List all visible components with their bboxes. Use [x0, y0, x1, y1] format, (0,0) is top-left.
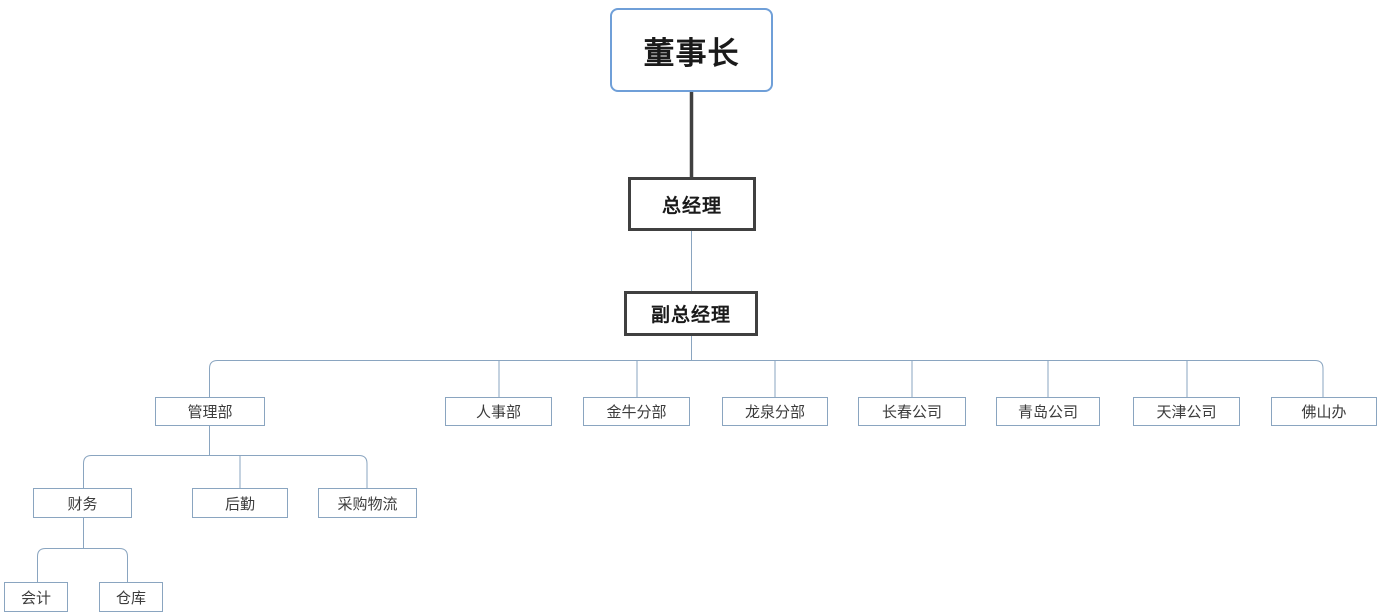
node-foshan-office[interactable]: 佛山办 [1271, 397, 1377, 426]
node-finance[interactable]: 财务 [33, 488, 132, 518]
node-changchun-company[interactable]: 长春公司 [858, 397, 966, 426]
node-qingdao-company[interactable]: 青岛公司 [996, 397, 1100, 426]
node-procurement-logistics[interactable]: 采购物流 [318, 488, 417, 518]
node-jinniu-branch[interactable]: 金牛分部 [583, 397, 690, 426]
connector-level3-bus [37, 548, 128, 582]
node-management-dept[interactable]: 管理部 [155, 397, 265, 426]
connector-level2-bus [83, 455, 368, 488]
node-tianjin-company[interactable]: 天津公司 [1133, 397, 1240, 426]
node-longquan-branch[interactable]: 龙泉分部 [722, 397, 828, 426]
node-general-manager[interactable]: 总经理 [628, 177, 756, 231]
node-warehouse[interactable]: 仓库 [99, 582, 163, 612]
node-general-affairs[interactable]: 后勤 [192, 488, 288, 518]
node-chairman[interactable]: 董事长 [610, 8, 773, 92]
node-accounting[interactable]: 会计 [4, 582, 68, 612]
node-hr-dept[interactable]: 人事部 [445, 397, 552, 426]
connector-level1-bus [209, 360, 1324, 397]
node-deputy-general-manager[interactable]: 副总经理 [624, 291, 758, 336]
